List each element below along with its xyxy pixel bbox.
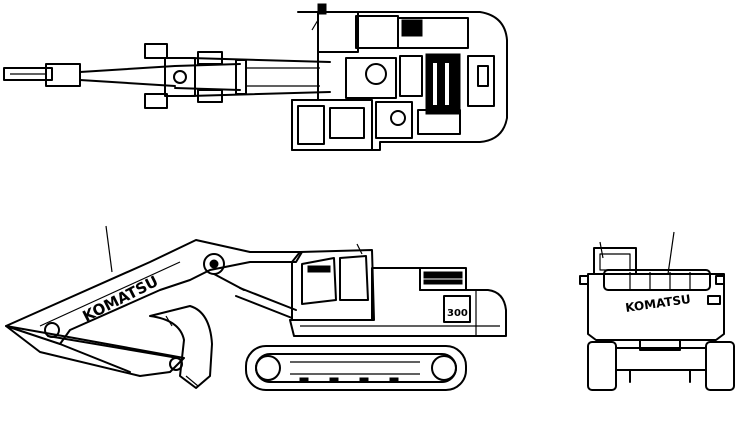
side-boom-cylinder	[213, 273, 297, 319]
leader-line	[356, 243, 363, 255]
side-cab	[291, 249, 375, 321]
side-boom	[5, 239, 303, 345]
rear-counterweight: KOMATSU	[579, 269, 725, 341]
rear-brand-label: KOMATSU	[624, 292, 691, 315]
top-upper-structure	[291, 3, 508, 151]
side-view: KOMATSU 300	[5, 225, 507, 391]
side-upper-body: 300	[289, 267, 507, 337]
side-track	[245, 345, 467, 391]
top-boom	[174, 51, 331, 103]
rear-undercarriage	[587, 339, 735, 391]
side-model-label: 300	[447, 308, 468, 319]
leader-line	[667, 231, 675, 275]
top-view	[3, 3, 508, 151]
rear-view: KOMATSU	[579, 231, 735, 391]
top-stick	[79, 43, 196, 109]
leader-line	[599, 241, 604, 259]
leader-line	[105, 225, 113, 273]
side-brand-label: KOMATSU	[80, 272, 161, 325]
top-bucket	[3, 63, 81, 87]
side-bucket	[149, 305, 213, 389]
side-stick	[5, 322, 185, 377]
